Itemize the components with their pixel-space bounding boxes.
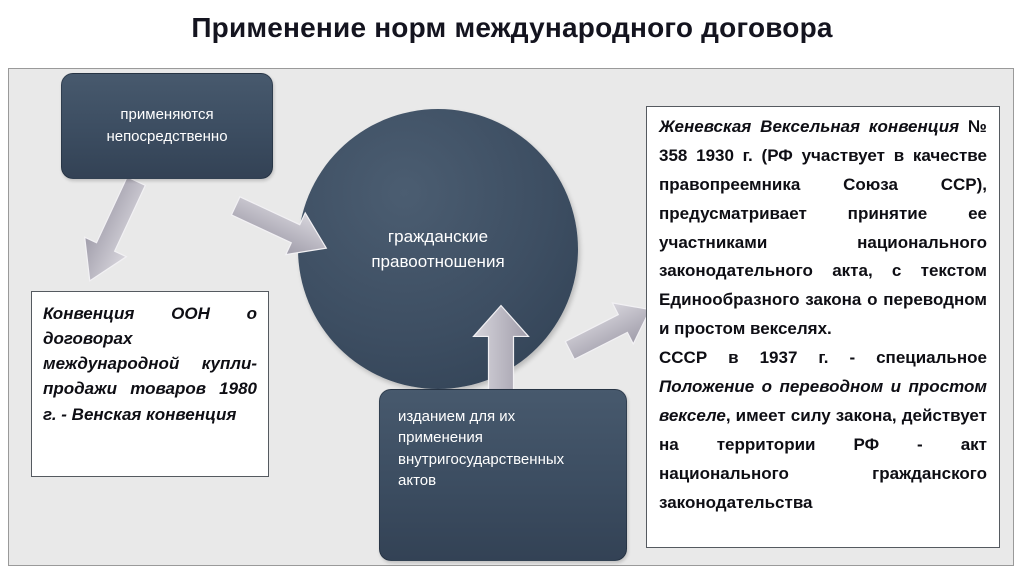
direct-application-label: применяются непосредственно [106, 106, 228, 145]
vienna-convention-text: Конвенция ООН о договорах международной … [43, 304, 257, 424]
arrow-down-left-icon [69, 171, 157, 290]
domestic-acts-label: изданием для их применения внутригосудар… [398, 408, 565, 489]
geneva-title-segment: Женевская Вексельная конвенция [659, 117, 960, 136]
geneva-convention-text: Женевская Вексельная конвенция № 358 193… [647, 107, 999, 525]
arrow-up-right-icon [559, 289, 660, 371]
direct-application-box: применяются непосредственно [61, 73, 273, 179]
slide-title: Применение норм международного договора [191, 12, 833, 43]
geneva-convention-panel: Женевская Вексельная конвенция № 358 193… [646, 106, 1000, 548]
geneva-tail-segment: , имеет силу закона, действует на террит… [659, 405, 987, 512]
arrow-right-icon [226, 185, 336, 269]
geneva-ussr-segment: СССР в 1937 г. - специальное [659, 348, 987, 368]
diagram-panel: гражданские правоотношения применяются н… [8, 68, 1014, 566]
vienna-convention-panel: Конвенция ООН о договорах международной … [31, 291, 269, 477]
arrow-up-icon [474, 306, 529, 392]
geneva-body-segment: № 358 1930 г. (РФ участвует в качестве п… [659, 117, 987, 339]
domestic-acts-box: изданием для их применения внутригосудар… [379, 389, 627, 561]
civil-relations-label: гражданские правоотношения [371, 226, 505, 272]
civil-relations-circle: гражданские правоотношения [298, 109, 578, 389]
geneva-regulation-segment: Положение о переводном и простом векселе [659, 377, 987, 425]
